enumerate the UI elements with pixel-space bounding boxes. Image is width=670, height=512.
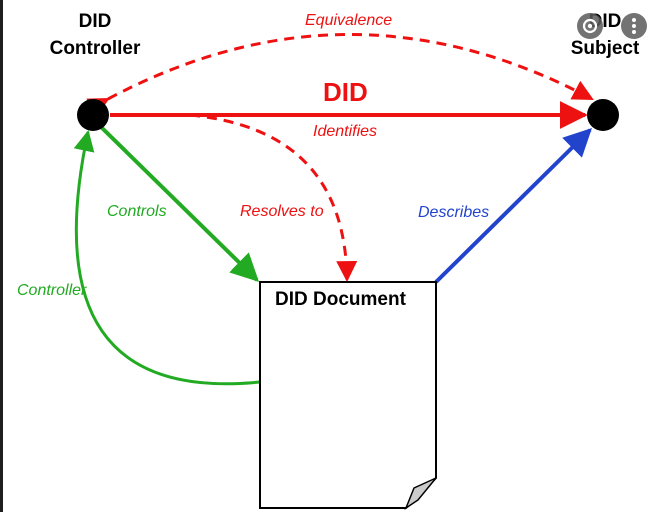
controls-arrow [99,125,259,282]
did-document-title: DID Document [275,289,406,310]
controller-arrow [73,129,261,386]
controls-label: Controls [107,203,167,220]
describes-arrow [434,128,592,284]
image-left-border [0,0,3,512]
resolves-to-arrow [189,113,358,283]
controller-edge-label: Controller [17,282,87,299]
did-edge-label: DID [323,77,368,107]
lens-icon[interactable] [577,13,603,39]
did-controller-label-line2: Controller [49,38,141,59]
did-document-page-fold [404,477,437,510]
did-controller-node [77,99,109,131]
equivalence-label: Equivalence [305,12,393,29]
identifies-label: Identifies [313,123,378,140]
did-document-page [259,281,437,509]
more-vert-icon[interactable] [621,13,647,39]
describes-label: Describes [418,204,490,221]
did-controller-label: DID Controller [40,8,150,62]
did-subject-node [587,99,619,131]
equivalence-arrow [86,33,594,118]
did-controller-label-line1: DID [78,11,112,32]
resolves-to-label: Resolves to [240,203,324,220]
did-subject-label-line2: Subject [570,38,640,59]
